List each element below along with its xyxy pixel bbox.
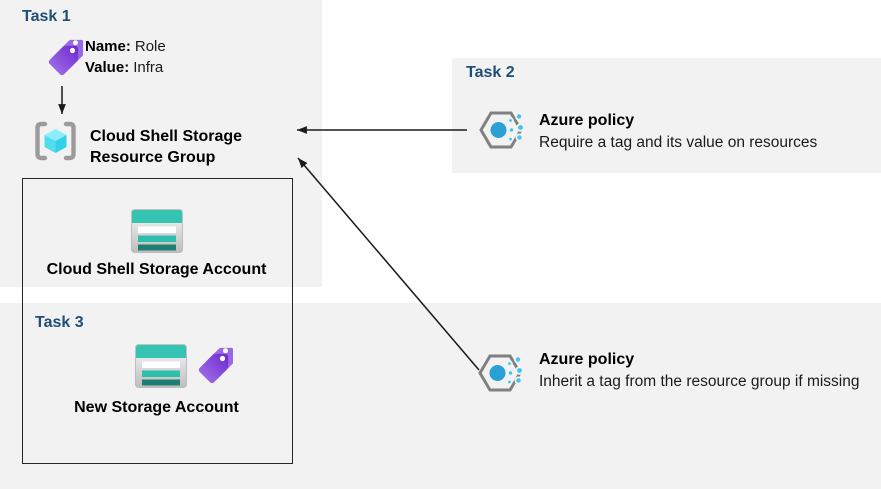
task2-policy-description: Require a tag and its value on resources: [539, 134, 818, 151]
task2-policy-title: Azure policy: [539, 112, 635, 129]
storage-account-icon: [131, 209, 183, 253]
storage-account-icon: [135, 344, 187, 388]
tag-icon: [43, 37, 83, 79]
task2-region: [452, 58, 881, 173]
tag-value-label: Value:: [85, 59, 130, 76]
task3-label: Task 3: [35, 314, 84, 331]
resource-group-icon: [32, 118, 79, 164]
tag-name-value: Role: [134, 38, 166, 55]
resource-group-label: Cloud Shell Storage Resource Group: [90, 128, 243, 166]
task1-label: Task 1: [22, 8, 71, 25]
inherit-policy-description: Inherit a tag from the resource group if…: [539, 373, 860, 390]
tag-icon: [193, 345, 233, 387]
tag-name-value-text: Name:Role Value:Infra: [85, 36, 166, 78]
tag-value-value: Infra: [133, 59, 164, 76]
cloud-shell-storage-account-label: Cloud Shell Storage Account: [46, 261, 267, 278]
new-storage-account-label: New Storage Account: [74, 399, 239, 416]
task2-label: Task 2: [466, 64, 515, 81]
tag-name-label: Name:: [85, 38, 131, 55]
azure-policy-icon: [478, 106, 528, 154]
resource-group-box: [22, 178, 293, 464]
azure-policy-icon: [477, 349, 527, 397]
inherit-policy-title: Azure policy: [539, 351, 635, 368]
